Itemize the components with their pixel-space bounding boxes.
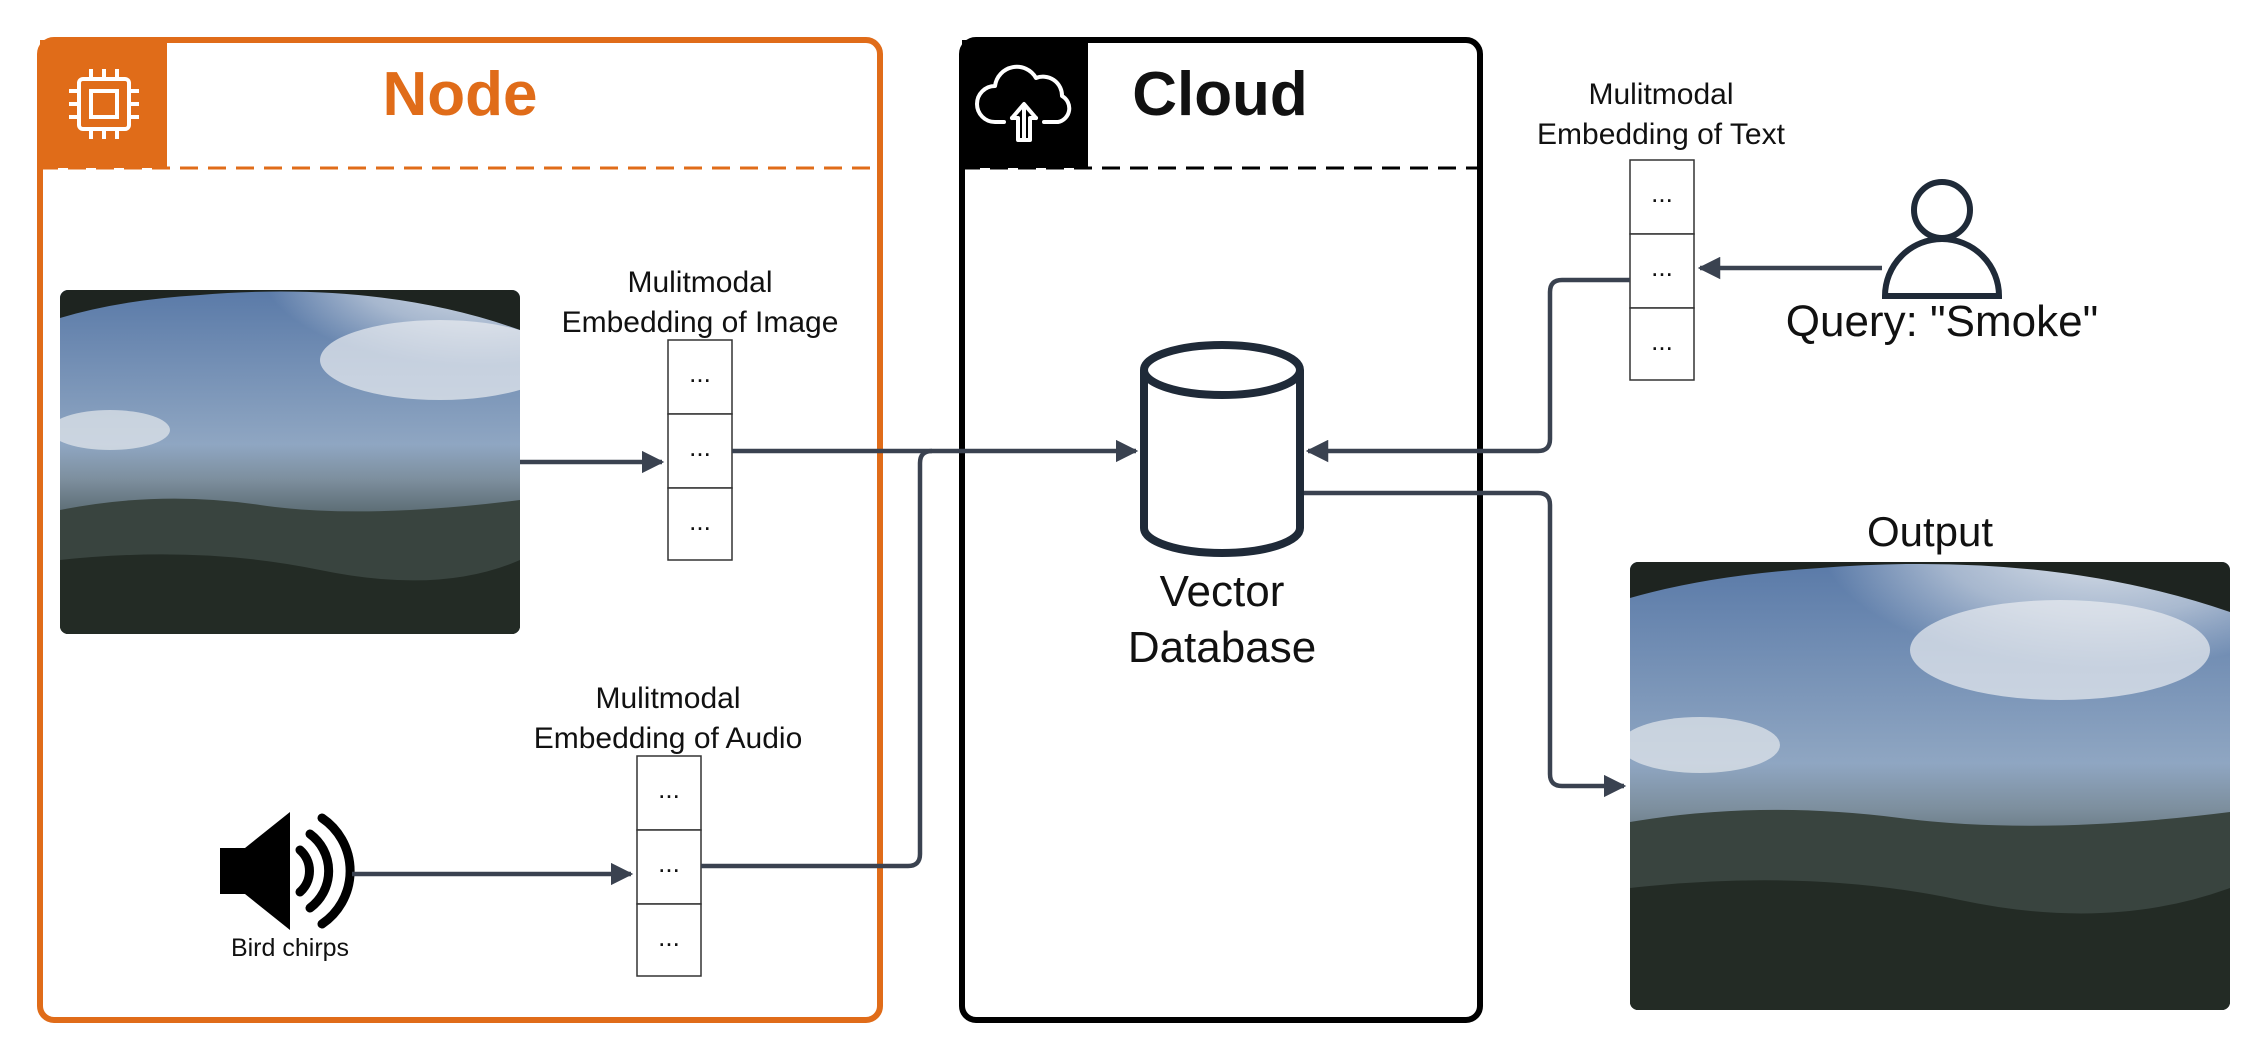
audio-source: Bird chirps [220, 812, 355, 962]
database-label-line1: Vector [1160, 567, 1285, 616]
embedding-cell-text: ... [689, 432, 711, 462]
image-embedding-label-line1: Mulitmodal [627, 266, 772, 299]
node-title: Node [383, 60, 538, 129]
edges [352, 256, 1882, 886]
embedding-cell [1629, 307, 1695, 381]
embedding-cell-text: ... [689, 358, 711, 388]
audio-embedding: Mulitmodal Embedding of Audio ... ... ..… [534, 682, 803, 977]
audio-embedding-label-line2: Embedding of Audio [534, 722, 803, 755]
embedding-cell-text: ... [658, 774, 680, 804]
speaker-icon [220, 812, 355, 930]
audio-embedding-label-line1: Mulitmodal [595, 682, 740, 715]
input-photo [60, 290, 520, 634]
database-label-line2: Database [1128, 623, 1316, 672]
embedding-cell [636, 903, 702, 977]
node-icon-box [40, 40, 167, 168]
query-user: Query: "Smoke" [1786, 179, 2098, 346]
text-embedding: Mulitmodal Embedding of Text ... ... ... [1537, 78, 1786, 381]
cloud-upload-icon [975, 64, 1072, 142]
image-embedding-label-line2: Embedding of Image [562, 306, 839, 339]
edge-text-embedding-to-database [1305, 277, 1630, 463]
embedding-cell [667, 413, 733, 489]
edge-audio-embedding-to-database [701, 448, 933, 869]
cloud-panel: Cloud [959, 37, 1483, 1023]
embedding-cell-text: ... [1651, 252, 1673, 282]
cloud-title: Cloud [1132, 60, 1308, 129]
cloud-panel-border [959, 37, 1483, 1023]
embedding-cell-text: ... [1651, 326, 1673, 356]
embedding-cell [667, 487, 733, 561]
embedding-cell-text: ... [658, 848, 680, 878]
database-cylinder-icon [1140, 341, 1304, 557]
embedding-cell-text: ... [689, 506, 711, 536]
cpu-chip-icon [69, 69, 139, 139]
output-label: Output [1867, 508, 1993, 555]
audio-source-label: Bird chirps [231, 934, 349, 962]
query-label: Query: "Smoke" [1786, 297, 2098, 346]
output-photo [1630, 562, 2230, 1010]
embedding-cell-text: ... [1651, 178, 1673, 208]
image-embedding: Mulitmodal Embedding of Image ... ... ..… [562, 266, 839, 561]
vector-database: Vector Database [1128, 341, 1316, 672]
embedding-cell [1629, 233, 1695, 309]
edge-database-to-output [1304, 490, 1627, 798]
text-embedding-label-line1: Mulitmodal [1588, 78, 1733, 111]
embedding-cell-text: ... [658, 922, 680, 952]
user-icon [1881, 179, 2003, 299]
node-panel: Node [37, 37, 883, 1023]
embedding-cell [636, 755, 702, 831]
node-panel-border [37, 37, 883, 1023]
text-embedding-label-line2: Embedding of Text [1537, 118, 1786, 151]
